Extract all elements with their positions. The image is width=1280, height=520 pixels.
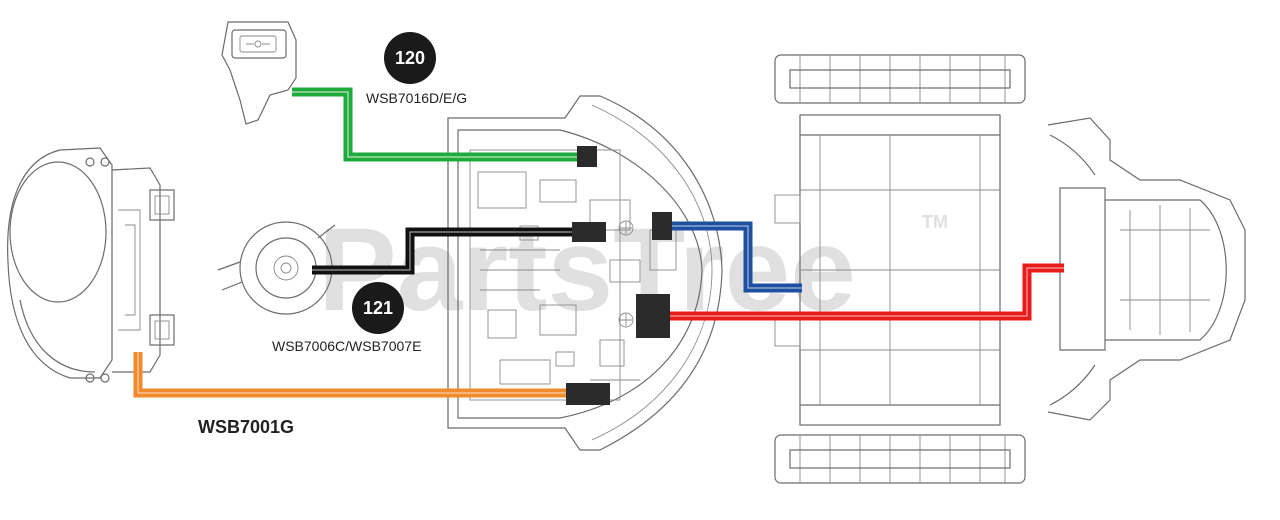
callout-120: 120 WSB7016D/E/G <box>366 32 467 106</box>
connector-red <box>636 294 670 338</box>
orange-wire <box>133 352 570 398</box>
connector-black <box>572 222 606 242</box>
control-board <box>447 95 723 451</box>
callout-120-number: 120 <box>395 48 425 68</box>
power-supply-connector <box>221 21 297 125</box>
watermark-tm: TM <box>922 212 948 232</box>
red-wire <box>670 263 1064 321</box>
callout-120-part: WSB7016D/E/G <box>366 90 467 106</box>
blue-wire <box>672 221 802 293</box>
connector-green <box>577 146 597 167</box>
callout-121: 121 WSB7006C/WSB7007E <box>272 282 421 354</box>
front-brush-cover <box>1047 117 1246 421</box>
green-wire <box>292 87 580 162</box>
part-label-wsb7001g: WSB7001G <box>198 417 294 437</box>
callout-121-part: WSB7006C/WSB7007E <box>272 338 421 354</box>
left-motor-housing <box>7 147 175 383</box>
callout-120-badge <box>384 32 436 84</box>
callout-121-badge <box>352 282 404 334</box>
callout-121-number: 121 <box>363 298 393 318</box>
connector-blue <box>652 212 672 240</box>
drive-track-assembly <box>774 54 1026 484</box>
connector-orange <box>566 383 610 405</box>
black-wire <box>312 227 575 275</box>
orange-wire-path <box>133 352 570 398</box>
